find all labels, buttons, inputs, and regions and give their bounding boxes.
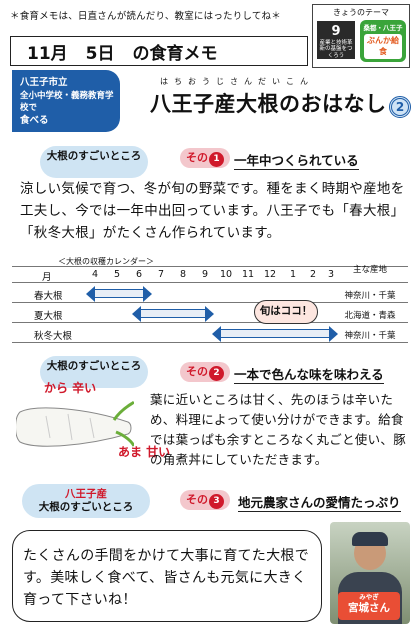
section2-bubble: 大根のすごいところ	[40, 356, 148, 388]
main-title-text: 八王子産大根のおはなし	[150, 92, 387, 116]
section1-heading: 一年中つくられている	[234, 150, 359, 170]
school-line-3: 食べる	[20, 115, 49, 127]
harvest-arrow-spring	[86, 286, 152, 302]
season-callout: 旬はココ！	[254, 300, 318, 324]
calendar-row: 夏大根 北海道・青森	[12, 303, 408, 323]
theme-box: きょうのテーマ 9 産業と技術革新の基盤をつくろう 桑都・八王子 ぶんか給食	[312, 4, 410, 68]
main-title: はちおうじさんだいこん 八王子産大根のおはなし	[150, 77, 387, 118]
section1-pill-number: 1	[209, 152, 224, 167]
logo-top-text: 桑都・八王子	[363, 24, 403, 32]
calendar-header-row: 月 4 5 6 7 8 9 10 11 12 1 2 3 主な産地	[12, 265, 408, 283]
calendar-month: 5	[114, 269, 121, 280]
section1-body: 涼しい気候で育つ、冬が旬の野菜です。種をまく時期や産地を工夫し、今では一年中出回…	[20, 181, 405, 241]
section2-pill-number: 2	[209, 366, 224, 381]
calendar-row-name: 秋冬大根	[34, 331, 73, 342]
section3-bubble-line2: 大根のすごいところ	[38, 501, 134, 514]
section3-pill-number: 3	[209, 494, 224, 509]
sdg-number: 9	[331, 24, 341, 39]
calendar-row-area: 神奈川・千葉	[344, 331, 396, 341]
section2-body: 葉に近いところは甘く、先のほうは辛いため、料理によって使い分けができます。給食で…	[150, 392, 407, 467]
calendar-month: 6	[136, 269, 143, 280]
calendar-row: 春大根 神奈川・千葉	[12, 283, 408, 303]
section1-pill-label: その	[186, 151, 208, 164]
farmer-message-box: たくさんの手間をかけて大事に育てた大根です。美味しく食べて、皆さんも元気に大きく…	[12, 530, 322, 622]
calendar-month: 12	[264, 269, 277, 280]
calendar-row-name: 夏大根	[34, 311, 63, 322]
calendar-row: 秋冬大根 神奈川・千葉	[12, 323, 408, 343]
calendar-month: 11	[242, 269, 255, 280]
farmer-name-tag: みやぎ 宮城さん	[338, 592, 400, 620]
section2-pill-label: その	[186, 365, 208, 378]
section1-heading-text: 一年中つくられている	[234, 153, 359, 170]
calendar-month: 9	[202, 269, 209, 280]
radish-illustration	[16, 400, 134, 447]
date-month: 11月	[27, 43, 68, 64]
school-line-2: 全小中学校・義務教育学校で	[20, 90, 114, 114]
calendar-row-name: 春大根	[34, 291, 63, 302]
calendar-month: 10	[220, 269, 233, 280]
calendar-area-header: 主な産地	[352, 265, 387, 275]
school-line-1: 八王子市立	[20, 77, 68, 88]
harvest-arrow-autumn-winter	[212, 326, 338, 342]
harvest-arrow-summer	[132, 306, 214, 322]
logo-bottom-text: ぶんか給食	[364, 34, 402, 60]
title-text: の食育メモ	[132, 43, 218, 64]
calendar-title: ＜大根の収穫カレンダー＞	[58, 257, 154, 266]
section1-bubble: 大根のすごいところ	[40, 146, 148, 178]
calendar-month-label: 月	[42, 272, 52, 283]
header-note: ＊食育メモは、日直さんが読んだり、教室にはったりしてね＊	[10, 11, 281, 22]
section2-bubble-text: 大根のすごいところ	[46, 360, 142, 372]
section2-heading: 一本で色んな味を味わえる	[234, 364, 384, 384]
harvest-calendar: 月 4 5 6 7 8 9 10 11 12 1 2 3 主な産地 春大根 神奈…	[12, 265, 408, 343]
section3-bubble-line1: 八王子産	[65, 488, 107, 500]
main-title-ruby: はちおうじさんだいこん	[160, 77, 314, 86]
farmer-name-reading: みやぎ	[359, 593, 379, 601]
calendar-row-area: 北海道・青森	[344, 311, 396, 321]
section1-bubble-text: 大根のすごいところ	[46, 150, 142, 162]
farmer-name: 宮城さん	[348, 601, 390, 614]
main-number-badge: 2	[389, 96, 411, 118]
calendar-month: 8	[180, 269, 187, 280]
farmer-message: たくさんの手間をかけて大事に育てた大根です。美味しく食べて、皆さんも元気に大きく…	[23, 548, 309, 608]
calendar-month: 2	[310, 269, 317, 280]
calendar-month: 4	[92, 269, 99, 280]
calendar-row-area: 神奈川・千葉	[344, 291, 396, 301]
section3-heading: 地元農家さんの愛情たっぷり	[238, 492, 401, 512]
section3-bubble: 八王子産 大根のすごいところ	[22, 484, 150, 518]
section2-heading-text: 一本で色んな味を味わえる	[234, 367, 384, 384]
spicy-label: から 辛い	[44, 381, 97, 395]
school-tag: 八王子市立 全小中学校・義務教育学校で 食べる	[12, 70, 120, 132]
date-day: 5日	[85, 43, 115, 64]
page-title: 11月 5日 の食育メモ	[10, 36, 308, 66]
calendar-month: 1	[290, 269, 297, 280]
calendar-month: 7	[158, 269, 165, 280]
section3-heading-text: 地元農家さんの愛情たっぷり	[238, 495, 401, 512]
section3-pill-label: その	[186, 493, 208, 506]
sweet-label: あま 甘い	[118, 445, 171, 459]
sdg-icon: 9 産業と技術革新の基盤をつくろう	[317, 21, 355, 59]
calendar-month: 3	[328, 269, 335, 280]
theme-label: きょうのテーマ	[333, 8, 389, 17]
sdg-text: 産業と技術革新の基盤をつくろう	[319, 39, 353, 59]
bunka-kyushoku-logo: 桑都・八王子 ぶんか給食	[360, 20, 406, 62]
